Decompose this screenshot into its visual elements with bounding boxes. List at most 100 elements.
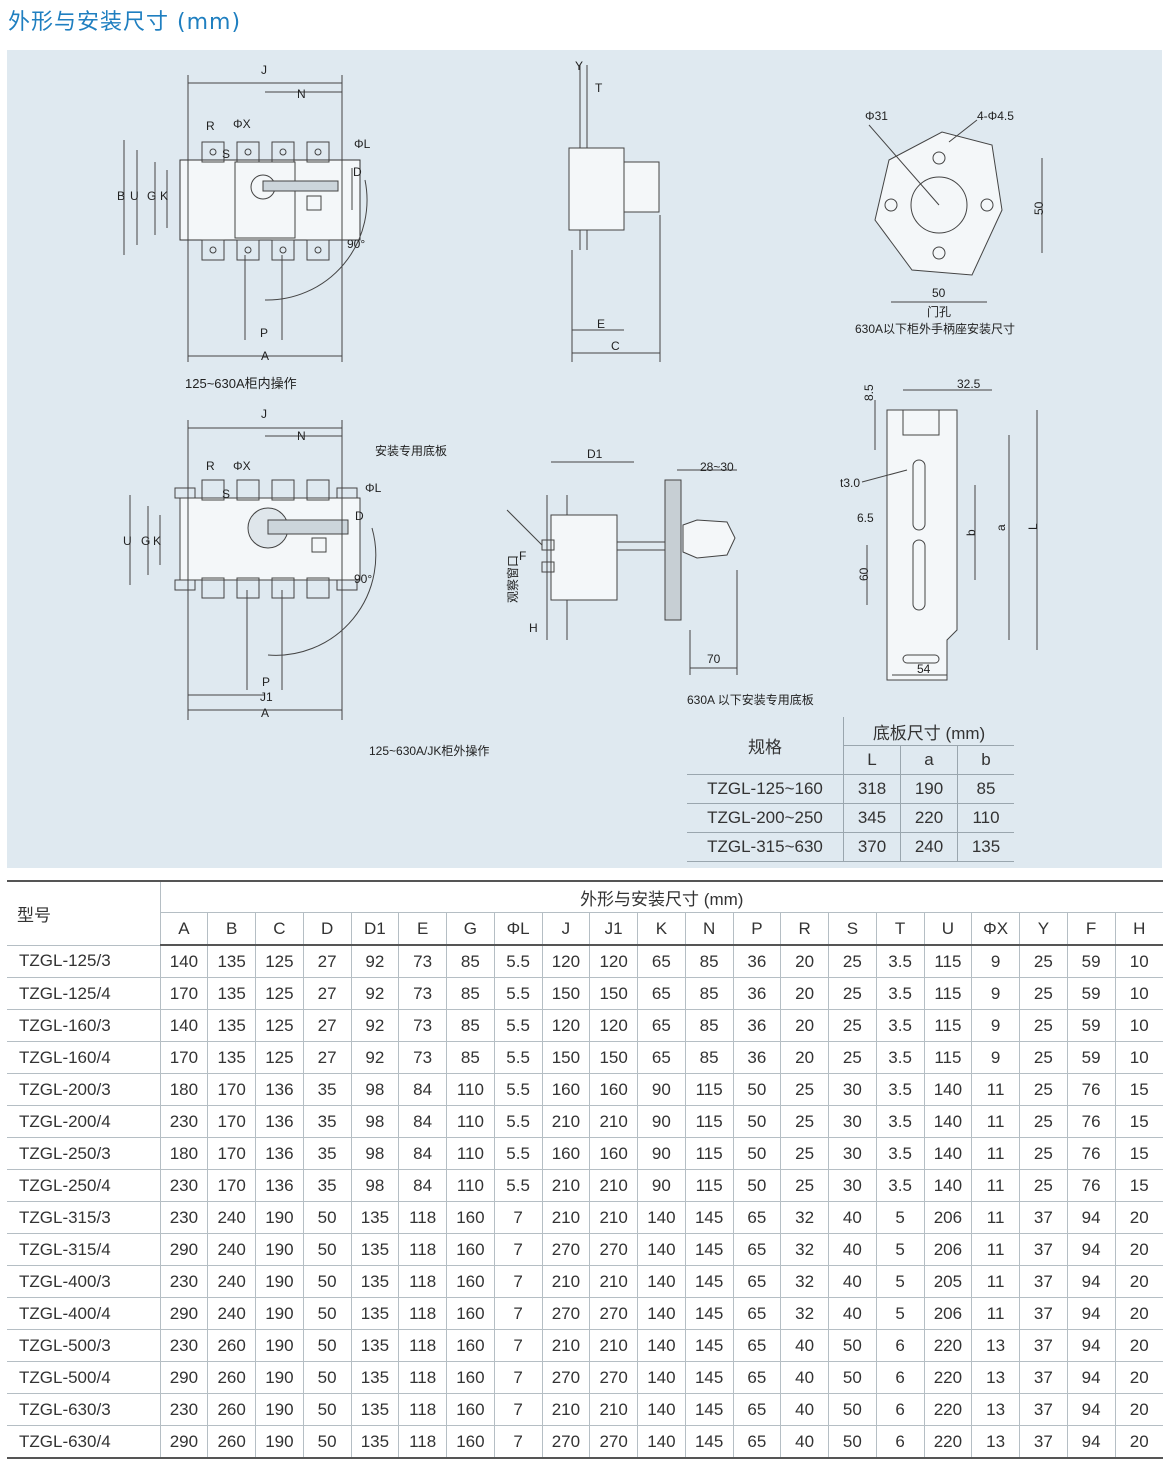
dimension-cell: 240 (207, 1265, 256, 1298)
dimension-cell: 118 (398, 1361, 447, 1394)
dimension-cell: 27 (302, 977, 351, 1010)
dimension-cell: 140 (923, 1137, 972, 1170)
dimension-cell: 20 (780, 977, 829, 1010)
dimension-cell: 94 (1066, 1233, 1115, 1266)
dimension-cell: 7 (493, 1233, 542, 1266)
dimension-cell: 7 (493, 1329, 542, 1362)
dimension-cell: 25 (1019, 1041, 1068, 1074)
svg-text:50: 50 (1032, 201, 1046, 215)
dimension-cell: 25 (780, 1073, 829, 1106)
dimension-cell: 206 (923, 1201, 972, 1234)
svg-text:A: A (261, 349, 269, 363)
dimension-cell: 5 (875, 1201, 924, 1234)
dimension-cell: 65 (637, 1009, 686, 1042)
column-header: C (255, 912, 304, 946)
dimension-cell: 135 (350, 1393, 399, 1426)
side-view (568, 65, 661, 362)
dimension-cell: 230 (159, 1329, 208, 1362)
dimension-cell: 135 (207, 945, 256, 978)
dimension-cell: 125 (255, 1041, 304, 1074)
dimension-cell: 25 (828, 1041, 877, 1074)
dimension-cell: 5 (875, 1265, 924, 1298)
dimension-cell: 30 (828, 1137, 877, 1170)
front-view-external (129, 420, 377, 720)
dimension-cell: 210 (541, 1329, 590, 1362)
dimension-cell: 76 (1066, 1105, 1115, 1138)
dimension-cell: 10 (1114, 977, 1163, 1010)
svg-text:N: N (297, 87, 306, 101)
dimension-cell: 210 (589, 1393, 638, 1426)
dimension-cell: 35 (302, 1169, 351, 1202)
dimension-cell: 92 (350, 945, 399, 978)
caption-internal: 125~630A柜内操作 (185, 376, 297, 391)
dimension-cell: 59 (1066, 945, 1115, 978)
dimension-cell: 5.5 (493, 1105, 542, 1138)
dimension-cell: 160 (541, 1137, 590, 1170)
dimension-cell: 84 (398, 1137, 447, 1170)
dimension-cell: 240 (207, 1297, 256, 1330)
dimension-cell: 135 (350, 1233, 399, 1266)
dimension-cell: 270 (541, 1297, 590, 1330)
dimension-cell: 115 (684, 1169, 733, 1202)
dimension-cell: 150 (589, 1041, 638, 1074)
dimension-cell: 270 (589, 1361, 638, 1394)
svg-text:安装专用底板: 安装专用底板 (375, 443, 447, 458)
model-cell: TZGL-400/4 (7, 1297, 160, 1330)
dimension-cell: 115 (923, 1041, 972, 1074)
dimension-cell: 50 (302, 1233, 351, 1266)
base-cell: TZGL-125~160 (687, 774, 844, 804)
dimension-cell: 25 (1019, 1073, 1068, 1106)
dimension-cell: 3.5 (875, 977, 924, 1010)
dimension-cell: 59 (1066, 977, 1115, 1010)
dimension-cell: 118 (398, 1393, 447, 1426)
dimension-cell: 160 (589, 1137, 638, 1170)
dimension-cell: 180 (159, 1137, 208, 1170)
svg-text:U: U (130, 189, 139, 203)
dimension-cell: 170 (207, 1073, 256, 1106)
hole-template (868, 119, 1043, 303)
dimension-cell: 135 (350, 1297, 399, 1330)
dimension-cell: 7 (493, 1361, 542, 1394)
dimension-cell: 190 (255, 1297, 304, 1330)
dimension-cell: 65 (732, 1201, 781, 1234)
dimension-cell: 190 (255, 1201, 304, 1234)
dimension-cell: 110 (446, 1105, 495, 1138)
dimension-cell: 7 (493, 1201, 542, 1234)
svg-text:N: N (297, 429, 306, 443)
dimension-cell: 135 (207, 1009, 256, 1042)
dimension-cell: 150 (589, 977, 638, 1010)
svg-text:70: 70 (707, 652, 721, 666)
dimension-cell: 20 (780, 1041, 829, 1074)
base-cell: 345 (843, 803, 901, 833)
dimension-cell: 160 (541, 1073, 590, 1106)
dimension-cell: 120 (541, 945, 590, 978)
dimension-cell: 36 (732, 977, 781, 1010)
dimension-cell: 32 (780, 1233, 829, 1266)
dimension-cell: 9 (971, 1009, 1020, 1042)
svg-text:S: S (222, 487, 230, 501)
dimension-cell: 37 (1019, 1233, 1068, 1266)
dimension-cell: 145 (684, 1393, 733, 1426)
dimension-cell: 3.5 (875, 1073, 924, 1106)
dimension-cell: 37 (1019, 1425, 1068, 1459)
column-header: D1 (350, 912, 399, 946)
dimension-cell: 90 (637, 1105, 686, 1138)
dimension-cell: 115 (923, 977, 972, 1010)
dimension-cell: 230 (159, 1105, 208, 1138)
front-view-internal (123, 75, 368, 362)
dimension-cell: 13 (971, 1393, 1020, 1426)
dimension-cell: 90 (637, 1073, 686, 1106)
dimension-cell: 7 (493, 1425, 542, 1459)
model-cell: TZGL-200/3 (7, 1073, 160, 1106)
dimension-cell: 32 (780, 1297, 829, 1330)
dimension-cell: 150 (541, 977, 590, 1010)
dimension-cell: 230 (159, 1201, 208, 1234)
model-cell: TZGL-315/4 (7, 1233, 160, 1266)
base-col-b: b (957, 745, 1014, 775)
model-cell: TZGL-125/3 (7, 945, 160, 978)
dimension-cell: 190 (255, 1265, 304, 1298)
dimension-cell: 136 (255, 1169, 304, 1202)
